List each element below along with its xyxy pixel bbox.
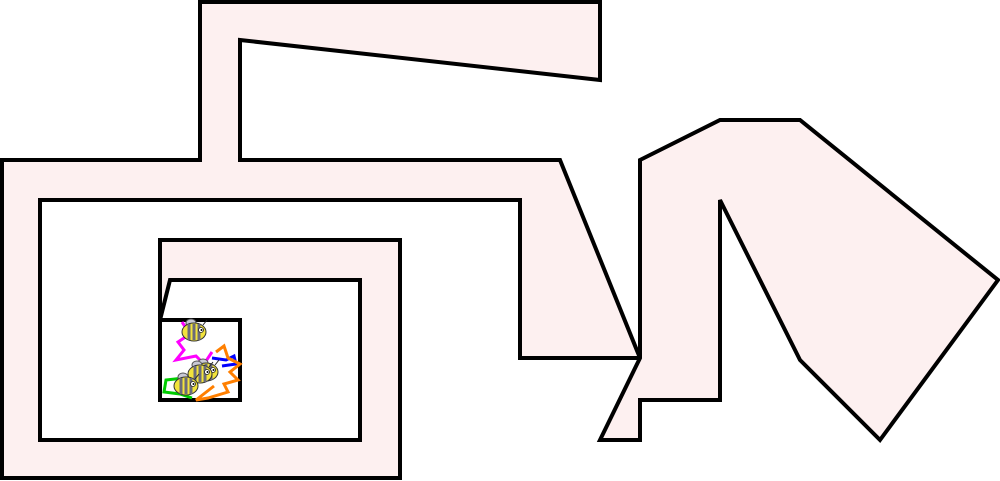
bees [173, 318, 220, 396]
bee-icon [187, 360, 214, 384]
bee-icon [173, 372, 200, 396]
trail-orange [195, 343, 243, 402]
maze-corridor [0, 0, 643, 480]
trail-blue [211, 353, 238, 368]
maze-right-chamber [596, 118, 1000, 444]
bee-icon [181, 318, 208, 342]
